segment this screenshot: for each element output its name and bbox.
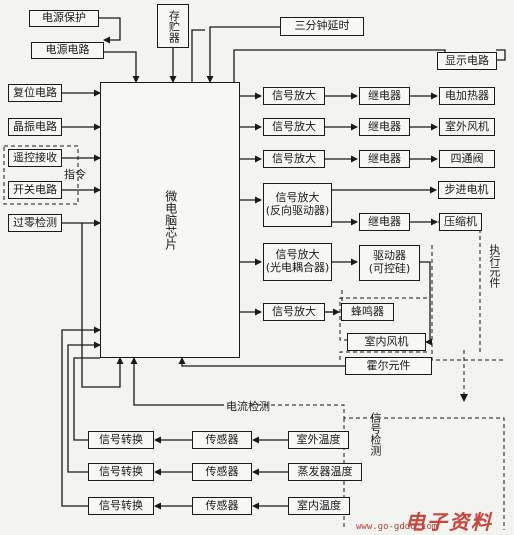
remote-label: 遥控接收 bbox=[13, 150, 57, 164]
instruction-label: 指令 bbox=[64, 168, 86, 181]
relay-1-label: 继电器 bbox=[368, 88, 401, 102]
amp-4-box: 信号放大 (反向驱动器) bbox=[263, 183, 332, 227]
amp-3-box: 信号放大 bbox=[263, 150, 325, 168]
buzzer-box: 蜂鸣器 bbox=[341, 303, 394, 321]
compressor-label: 压缩机 bbox=[444, 214, 477, 228]
outdoor-fan-box: 室外风机 bbox=[439, 118, 495, 136]
amp-1-label: 信号放大 bbox=[272, 88, 316, 102]
zero-cross-box: 过零检测 bbox=[8, 214, 62, 232]
driver-sublabel: (可控硅) bbox=[368, 262, 411, 275]
amp-4-label: 信号放大 bbox=[275, 191, 320, 205]
compressor-box: 压缩机 bbox=[439, 213, 482, 231]
four-way-valve-box: 四通阀 bbox=[439, 150, 495, 168]
relay-3-box: 继电器 bbox=[359, 150, 410, 168]
relay-4-box: 继电器 bbox=[359, 213, 410, 231]
hall-element-label: 霍尔元件 bbox=[366, 358, 411, 372]
power-protect-box: 电源保护 bbox=[29, 10, 99, 27]
cpu-label: 微电脑芯片 bbox=[163, 190, 178, 250]
power-circuit-label: 电源电路 bbox=[45, 43, 90, 57]
current-detect-label: 电流检测 bbox=[226, 400, 270, 413]
evaporator-temp-label: 蒸发器温度 bbox=[297, 464, 353, 478]
indoor-temp-box: 室内温度 bbox=[288, 497, 350, 515]
amp-1-box: 信号放大 bbox=[263, 87, 325, 105]
hall-element-box: 霍尔元件 bbox=[345, 357, 432, 375]
zero-cross-label: 过零检测 bbox=[13, 215, 57, 229]
outdoor-temp-label: 室外温度 bbox=[296, 432, 341, 446]
relay-3-label: 继电器 bbox=[368, 151, 401, 165]
amp-5-label: 信号放大 bbox=[275, 248, 320, 262]
heater-box: 电加热器 bbox=[439, 87, 495, 105]
amp-5-box: 信号放大 (光电耦合器) bbox=[263, 243, 332, 281]
crystal-box: 晶振电路 bbox=[8, 118, 62, 136]
reset-box: 复位电路 bbox=[8, 84, 62, 102]
driver-label: 驱动器 bbox=[373, 249, 406, 263]
power-protect-label: 电源保护 bbox=[42, 11, 86, 25]
reset-label: 复位电路 bbox=[13, 85, 57, 99]
sensor-2-box: 传感器 bbox=[192, 463, 252, 481]
cpu-box: 微电脑芯片 bbox=[100, 82, 240, 358]
relay-2-label: 继电器 bbox=[368, 119, 401, 133]
switch-box: 开关电路 bbox=[8, 181, 62, 199]
amp-2-box: 信号放大 bbox=[263, 118, 325, 136]
driver-box: 驱动器 (可控硅) bbox=[359, 245, 420, 281]
sensor-1-label: 传感器 bbox=[205, 432, 239, 446]
memory-label: 存贮器 bbox=[167, 9, 181, 43]
relay-4-label: 继电器 bbox=[368, 214, 401, 228]
watermark-url: www.go-gddq.com bbox=[356, 522, 438, 532]
power-circuit-box: 电源电路 bbox=[31, 42, 104, 59]
converter-3-label: 信号转换 bbox=[99, 498, 143, 512]
delay-box: 三分钟延时 bbox=[280, 17, 364, 36]
evaporator-temp-box: 蒸发器温度 bbox=[288, 463, 362, 481]
switch-label: 开关电路 bbox=[13, 182, 57, 196]
buzzer-label: 蜂鸣器 bbox=[351, 304, 384, 318]
outdoor-temp-box: 室外温度 bbox=[288, 431, 349, 449]
display-label: 显示电路 bbox=[445, 53, 489, 67]
sensor-1-box: 传感器 bbox=[192, 431, 252, 449]
sensor-3-box: 传感器 bbox=[192, 497, 252, 515]
stepper-motor-box: 步进电机 bbox=[438, 181, 495, 199]
amp-3-label: 信号放大 bbox=[272, 151, 316, 165]
amp-5-sublabel: (光电耦合器) bbox=[265, 261, 330, 274]
converter-1-box: 信号转换 bbox=[88, 431, 154, 449]
converter-2-box: 信号转换 bbox=[88, 463, 154, 481]
crystal-label: 晶振电路 bbox=[13, 119, 57, 133]
amp-2-label: 信号放大 bbox=[272, 119, 316, 133]
signal-detect-label: 信号检测 bbox=[368, 412, 382, 456]
remote-box: 遥控接收 bbox=[8, 149, 62, 167]
memory-box: 存贮器 bbox=[157, 4, 189, 48]
relay-2-box: 继电器 bbox=[359, 118, 410, 136]
converter-3-box: 信号转换 bbox=[88, 497, 154, 515]
stepper-motor-label: 步进电机 bbox=[444, 182, 489, 196]
amp-6-label: 信号放大 bbox=[272, 304, 316, 318]
relay-1-box: 继电器 bbox=[359, 87, 410, 105]
outdoor-fan-label: 室外风机 bbox=[445, 119, 489, 133]
indoor-temp-label: 室内温度 bbox=[297, 498, 341, 512]
indoor-fan-label: 室内风机 bbox=[364, 334, 409, 348]
heater-label: 电加热器 bbox=[445, 88, 489, 102]
indoor-fan-box: 室内风机 bbox=[347, 333, 426, 351]
sensor-3-label: 传感器 bbox=[205, 498, 239, 512]
delay-label: 三分钟延时 bbox=[294, 19, 350, 33]
sensor-2-label: 传感器 bbox=[205, 464, 239, 478]
four-way-valve-label: 四通阀 bbox=[450, 151, 484, 165]
display-box: 显示电路 bbox=[437, 52, 497, 70]
actuators-label: 执行元件 bbox=[487, 244, 501, 288]
converter-1-label: 信号转换 bbox=[99, 432, 143, 446]
watermark-brand: 电子资料 bbox=[405, 510, 493, 534]
amp-4-sublabel: (反向驱动器) bbox=[265, 204, 330, 217]
converter-2-label: 信号转换 bbox=[99, 464, 143, 478]
amp-6-box: 信号放大 bbox=[263, 303, 325, 321]
